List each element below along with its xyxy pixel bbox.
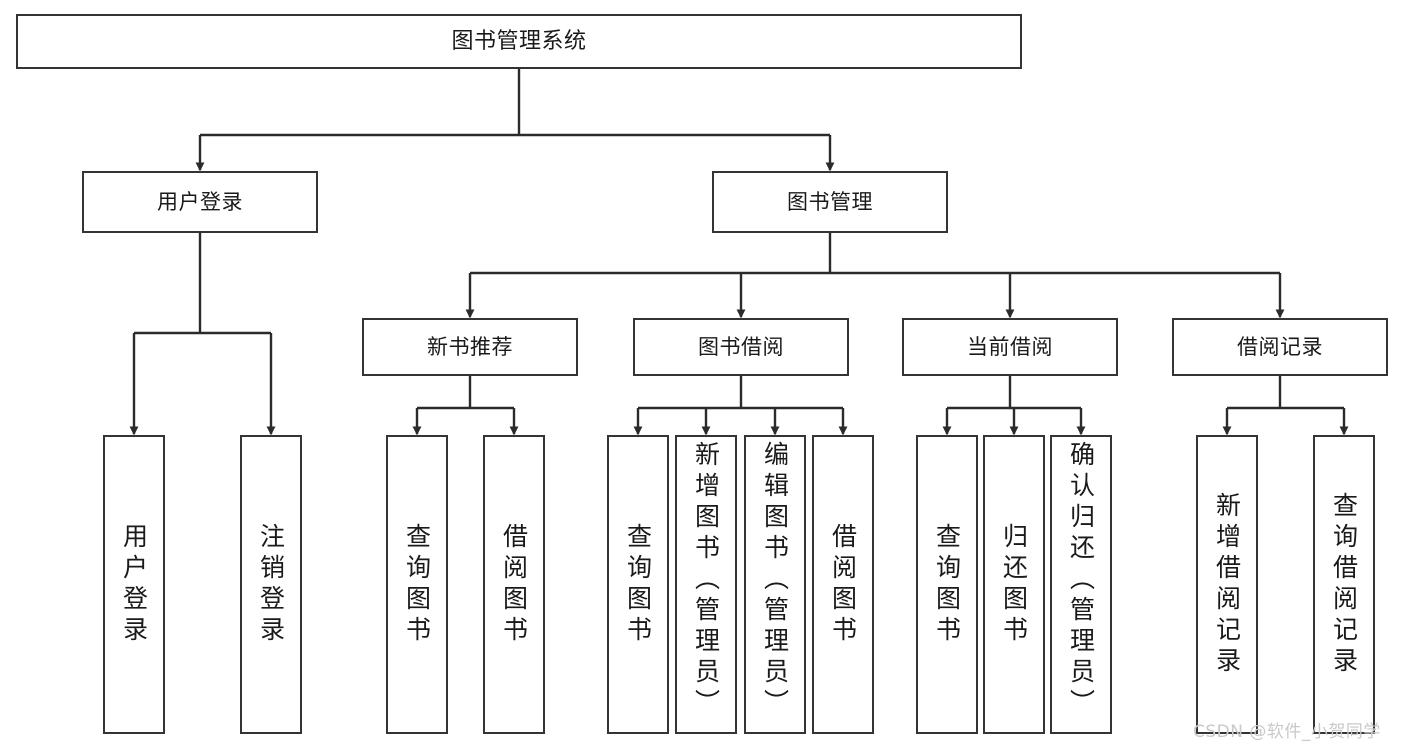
node-l3-borrow-record[interactable]: 借阅记录	[1172, 318, 1388, 376]
node-leaf-query-record[interactable]: 查询借阅记录	[1313, 435, 1375, 734]
node-leaf-return-book[interactable]: 归还图书	[983, 435, 1045, 734]
node-label: 用户登录	[119, 522, 149, 647]
node-label: 图书管理系统	[451, 28, 587, 54]
node-l3-current-borrow[interactable]: 当前借阅	[902, 318, 1118, 376]
node-label: 借阅图书	[499, 522, 529, 647]
node-label: 查询图书	[623, 522, 653, 647]
node-leaf-confirm-return[interactable]: 确认归还（管理员）	[1050, 435, 1112, 734]
node-leaf-borrow-book-1[interactable]: 借阅图书	[483, 435, 545, 734]
node-label: 查询图书	[932, 522, 962, 647]
node-label: 当前借阅	[967, 334, 1053, 359]
node-l3-book-borrow[interactable]: 图书借阅	[633, 318, 849, 376]
node-root[interactable]: 图书管理系统	[16, 14, 1022, 69]
node-leaf-user-login[interactable]: 用户登录	[103, 435, 165, 734]
node-label: 编辑图书（管理员）	[760, 441, 790, 720]
node-label: 借阅记录	[1237, 334, 1323, 359]
node-label: 图书借阅	[698, 334, 784, 359]
edges	[129, 69, 1349, 436]
node-leaf-query-book-1[interactable]: 查询图书	[386, 435, 448, 734]
node-leaf-add-record[interactable]: 新增借阅记录	[1196, 435, 1258, 734]
node-label: 新书推荐	[427, 334, 513, 359]
node-label: 确认归还（管理员）	[1066, 441, 1096, 720]
node-l3-new-book-rec[interactable]: 新书推荐	[362, 318, 578, 376]
node-label: 新增借阅记录	[1212, 491, 1242, 678]
node-leaf-logout[interactable]: 注销登录	[240, 435, 302, 734]
node-leaf-query-book-3[interactable]: 查询图书	[916, 435, 978, 734]
node-l2-book-mgmt[interactable]: 图书管理	[712, 171, 948, 233]
node-leaf-query-book-2[interactable]: 查询图书	[607, 435, 669, 734]
node-label: 注销登录	[256, 522, 286, 647]
node-leaf-borrow-book-2[interactable]: 借阅图书	[812, 435, 874, 734]
node-label: 用户登录	[157, 189, 243, 214]
node-leaf-edit-book[interactable]: 编辑图书（管理员）	[744, 435, 806, 734]
node-label: 新增图书（管理员）	[691, 441, 721, 720]
node-l2-user-login[interactable]: 用户登录	[82, 171, 318, 233]
node-label: 查询借阅记录	[1329, 491, 1359, 678]
node-label: 归还图书	[999, 522, 1029, 647]
node-label: 查询图书	[402, 522, 432, 647]
node-leaf-add-book[interactable]: 新增图书（管理员）	[675, 435, 737, 734]
watermark-credit: CSDN @软件_小贺同学	[1193, 722, 1381, 742]
node-label: 借阅图书	[828, 522, 858, 647]
node-label: 图书管理	[787, 189, 873, 214]
